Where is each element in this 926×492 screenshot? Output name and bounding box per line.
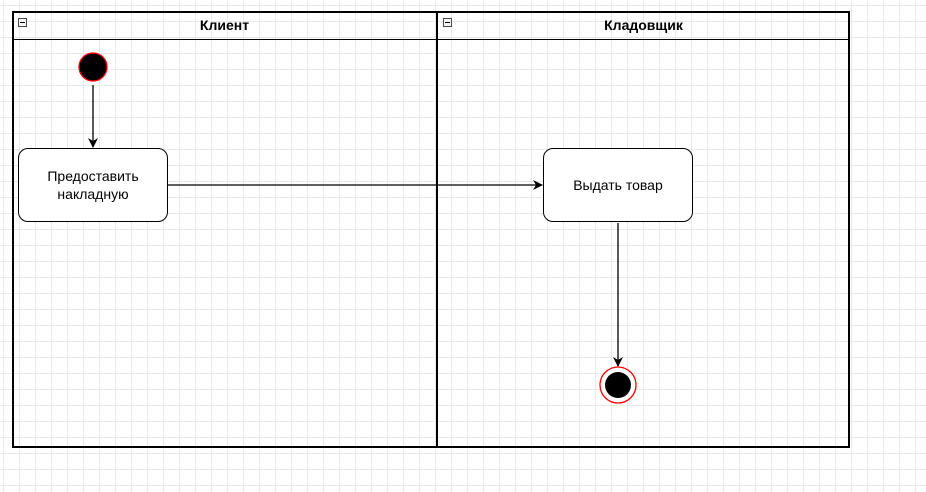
initial-node[interactable]: [78, 52, 108, 82]
final-node[interactable]: [599, 366, 637, 404]
collapse-icon[interactable]: [443, 18, 452, 27]
lane-storekeeper-title: Кладовщик: [604, 17, 683, 33]
action-provide-invoice[interactable]: Предоставить накладную: [18, 148, 168, 222]
action-issue-goods-label: Выдать товар: [573, 177, 663, 193]
lane-client-header[interactable]: Клиент: [12, 11, 437, 40]
lane-divider: [436, 11, 438, 448]
action-issue-goods[interactable]: Выдать товар: [543, 148, 693, 222]
lane-client-title: Клиент: [199, 17, 250, 33]
collapse-icon[interactable]: [18, 18, 27, 27]
lane-client: Клиент: [12, 11, 437, 448]
action-provide-invoice-label: Предоставить накладную: [47, 168, 139, 202]
swimlane-pool: [12, 11, 850, 448]
lane-storekeeper: Кладовщик: [437, 11, 850, 448]
lane-storekeeper-header[interactable]: Кладовщик: [437, 11, 850, 40]
